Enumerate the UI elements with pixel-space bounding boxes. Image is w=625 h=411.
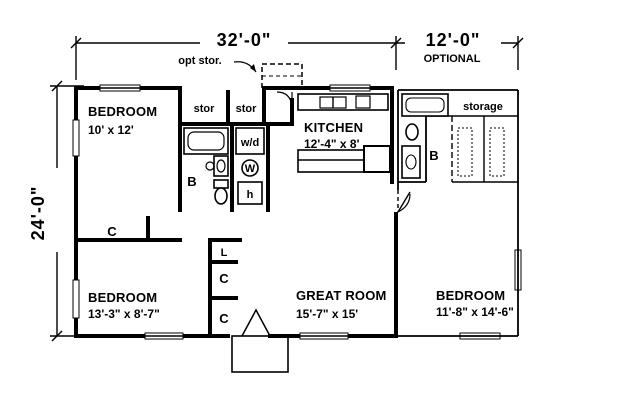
bedroom-2-size: 13'-3" x 8'-7" xyxy=(88,307,160,321)
main-bath-label: B xyxy=(187,174,197,189)
doors xyxy=(179,91,411,213)
optional-wing-walls xyxy=(397,89,519,337)
main-bath-fixtures xyxy=(183,127,229,205)
entry-porch xyxy=(231,308,289,373)
hall-closet-label-2: C xyxy=(219,311,229,326)
optional-width-dimension: 12'-0" xyxy=(426,30,481,50)
stor-label-1: stor xyxy=(194,103,216,115)
hall-closet-label-1: C xyxy=(219,271,229,286)
storage-label: storage xyxy=(463,101,503,113)
great-room-size: 15'-7" x 15' xyxy=(296,307,358,321)
washer-dryer-label: w/d xyxy=(240,137,259,149)
optional-bath-label: B xyxy=(429,148,439,163)
linen-closet-label: L xyxy=(221,247,228,259)
bedroom-1-size: 10' x 12' xyxy=(88,123,134,137)
bedroom-2-name: BEDROOM xyxy=(88,290,157,305)
bedroom-1-name: BEDROOM xyxy=(88,104,157,119)
stor-label-2: stor xyxy=(236,103,258,115)
optional-bath-fixtures xyxy=(401,93,449,179)
overall-width-dimension: 32'-0" xyxy=(217,30,272,50)
kitchen-size: 12'-4" x 8' xyxy=(304,137,360,151)
bedroom-3-size: 11'-8" x 14'-6" xyxy=(436,305,514,319)
kitchen-name: KITCHEN xyxy=(304,120,363,135)
overall-depth-dimension: 24'-0" xyxy=(28,186,48,241)
laundry-fixtures xyxy=(235,127,265,205)
kitchen-fixtures xyxy=(297,93,391,173)
optional-label: OPTIONAL xyxy=(424,53,481,65)
great-room-name: GREAT ROOM xyxy=(296,288,387,303)
optional-storage-outline xyxy=(233,61,303,89)
bedroom-1-closet-label: C xyxy=(107,224,117,239)
interior-walls xyxy=(74,86,294,338)
washer-label: W xyxy=(245,163,256,175)
opt-stor-label: opt stor. xyxy=(178,55,221,67)
bedroom-3-name: BEDROOM xyxy=(436,288,505,303)
heater-label: h xyxy=(247,189,254,201)
